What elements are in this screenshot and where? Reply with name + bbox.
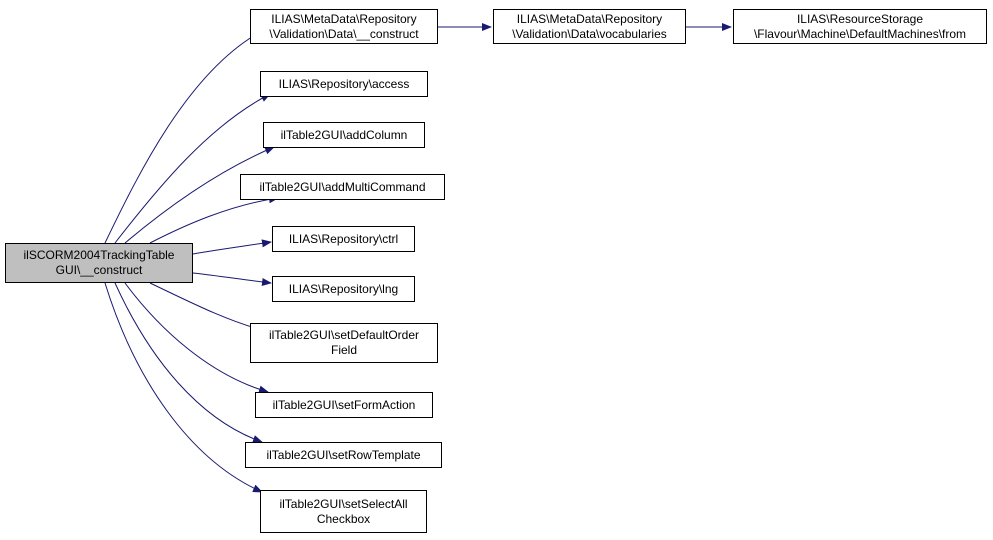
node-label: ILIAS\MetaData\Repository \Validation\Da…	[512, 11, 667, 41]
node-label: ilTable2GUI\setFormAction	[272, 397, 416, 412]
node-label: ilTable2GUI\setDefaultOrder Field	[268, 328, 420, 357]
edge-root-to-sdo	[149, 282, 263, 332]
node-table2gui-setdefaultorderfield[interactable]: ilTable2GUI\setDefaultOrder Field	[250, 323, 438, 363]
edge-root-to-md1	[104, 30, 263, 244]
node-label: ILIAS\Repository\access	[278, 76, 410, 91]
node-table2gui-setselectallcheckbox[interactable]: ilTable2GUI\setSelectAll Checkbox	[260, 490, 427, 533]
node-label: ilTable2GUI\setSelectAll Checkbox	[279, 496, 408, 526]
node-label: ILIAS\ResourceStorage \Flavour\Machine\D…	[753, 11, 967, 41]
edge-root-to-srt	[114, 282, 263, 443]
node-table2gui-setrowtemplate[interactable]: ilTable2GUI\setRowTemplate	[245, 442, 442, 468]
edge-root-to-sfa	[124, 282, 269, 394]
node-table2gui-setformaction[interactable]: ilTable2GUI\setFormAction	[255, 392, 433, 418]
node-root-construct[interactable]: ilSCORM2004TrackingTable GUI\__construct	[5, 243, 193, 283]
edge-root-to-addcol	[124, 146, 275, 244]
node-metadata-validation-construct[interactable]: ILIAS\MetaData\Repository \Validation\Da…	[250, 9, 438, 44]
node-metadata-validation-vocabularies[interactable]: ILIAS\MetaData\Repository \Validation\Da…	[493, 9, 686, 44]
node-resourcestorage-defaultmachines-from[interactable]: ILIAS\ResourceStorage \Flavour\Machine\D…	[733, 9, 987, 44]
node-label: ilTable2GUI\setRowTemplate	[266, 447, 421, 462]
edge-root-to-access	[114, 93, 271, 244]
node-table2gui-addcolumn[interactable]: ilTable2GUI\addColumn	[263, 122, 425, 148]
edge-root-to-ssa	[104, 282, 263, 493]
edge-root-to-lng	[192, 272, 272, 286]
edge-root-to-addmc	[149, 195, 279, 244]
node-label: ILIAS\Repository\lng	[288, 281, 399, 296]
node-table2gui-addmulticommand[interactable]: ilTable2GUI\addMultiCommand	[240, 174, 445, 200]
node-repository-access[interactable]: ILIAS\Repository\access	[260, 71, 428, 97]
node-label: ILIAS\MetaData\Repository \Validation\Da…	[269, 11, 419, 41]
edge-root-to-ctrl	[192, 239, 272, 255]
node-label: ilSCORM2004TrackingTable GUI\__construct	[23, 248, 175, 277]
node-label: ilTable2GUI\addMultiCommand	[259, 179, 426, 194]
node-label: ilTable2GUI\addColumn	[280, 127, 408, 142]
node-label: ILIAS\Repository\ctrl	[288, 231, 399, 246]
node-repository-ctrl[interactable]: ILIAS\Repository\ctrl	[272, 226, 415, 252]
node-repository-lng[interactable]: ILIAS\Repository\lng	[272, 276, 415, 302]
